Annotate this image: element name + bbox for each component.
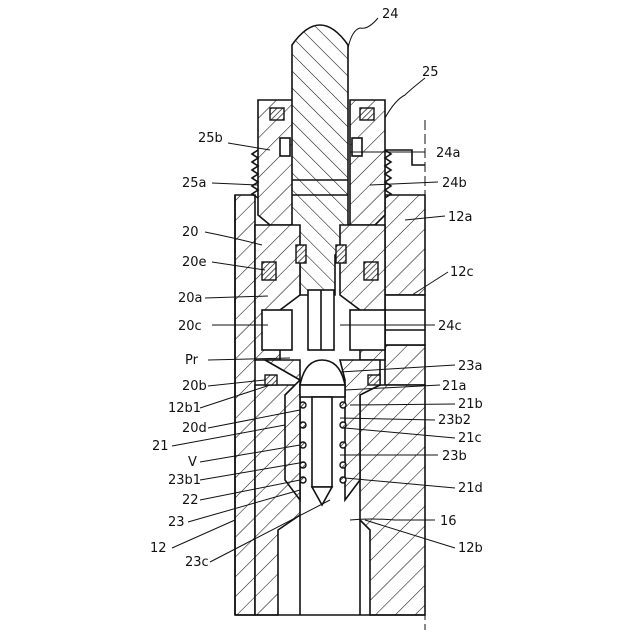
label-20b: 20b: [182, 379, 207, 394]
label-23b: 23b: [442, 449, 467, 464]
label-12b1: 12b1: [168, 401, 201, 416]
label-21b: 21b: [458, 397, 483, 412]
label-21d: 21d: [458, 481, 483, 496]
label-25: 25: [422, 65, 439, 80]
label-20e: 20e: [182, 255, 207, 270]
label-23a: 23a: [458, 359, 483, 374]
label-23c: 23c: [185, 555, 209, 570]
label-24b: 24b: [442, 176, 467, 191]
label-12: 12: [150, 541, 167, 556]
label-21a: 21a: [442, 379, 467, 394]
label-20a: 20a: [178, 291, 203, 306]
label-20d: 20d: [182, 421, 207, 436]
label-22: 22: [182, 493, 199, 508]
label-23: 23: [168, 515, 185, 530]
label-25a: 25a: [182, 176, 207, 191]
label-21c: 21c: [458, 431, 482, 446]
label-20c: 20c: [178, 319, 202, 334]
label-12a: 12a: [448, 210, 473, 225]
label-12b: 12b: [458, 541, 483, 556]
label-23b2: 23b2: [438, 413, 471, 428]
label-24c: 24c: [438, 319, 462, 334]
label-Pr: Pr: [185, 353, 199, 368]
label-21: 21: [152, 439, 169, 454]
label-16: 16: [440, 514, 457, 529]
label-25b: 25b: [198, 131, 223, 146]
label-12c: 12c: [450, 265, 474, 280]
stem-24c: [308, 290, 334, 350]
label-24a: 24a: [436, 146, 461, 161]
label-20: 20: [182, 225, 199, 240]
label-24: 24: [382, 7, 399, 22]
label-V: V: [188, 455, 197, 470]
label-23b1: 23b1: [168, 473, 201, 488]
